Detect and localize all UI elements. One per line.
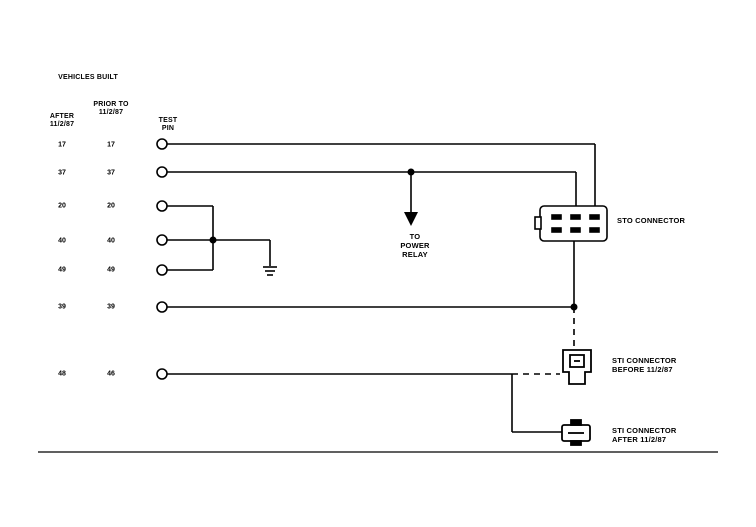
test-pin-46	[156, 368, 168, 380]
sti-connector-before-label: STI CONNECTOR BEFORE 11/2/87	[612, 356, 677, 374]
sto-connector-icon	[534, 205, 608, 242]
row-40-after: 40	[58, 237, 66, 245]
row-17-after: 17	[58, 141, 66, 149]
row-39-after: 39	[58, 303, 66, 311]
row-20-prior: 20	[107, 202, 115, 210]
test-pin-39	[156, 301, 168, 313]
row-49-prior: 49	[107, 266, 115, 274]
test-pin-37	[156, 166, 168, 178]
row-37-prior: 37	[107, 169, 115, 177]
header-test-pin: TEST PIN	[158, 117, 178, 132]
junction-dot-relay	[407, 168, 415, 176]
header-after: AFTER 11/2/87	[49, 113, 75, 128]
row-49-after: 49	[58, 266, 66, 274]
row-46-after: 48	[58, 370, 66, 378]
junction-dot-ground	[209, 236, 217, 244]
row-20-after: 20	[58, 202, 66, 210]
power-relay-arrow	[404, 212, 418, 226]
junction-dot-39	[570, 303, 578, 311]
power-relay-label: TO POWER RELAY	[400, 232, 430, 259]
header-vehicles-built: VEHICLES BUILT	[58, 74, 118, 81]
sti-connector-before-icon	[562, 349, 592, 385]
ground-symbol	[263, 266, 277, 276]
sti-connector-after-icon	[561, 419, 591, 446]
sti-connector-after-label: STI CONNECTOR AFTER 11/2/87	[612, 426, 677, 444]
sto-connector-label: STO CONNECTOR	[617, 216, 686, 225]
test-pin-49	[156, 264, 168, 276]
row-46-prior: 46	[107, 370, 115, 378]
row-39-prior: 39	[107, 303, 115, 311]
test-pin-17	[156, 138, 168, 150]
row-17-prior: 17	[107, 141, 115, 149]
header-prior-to: PRIOR TO 11/2/87	[93, 101, 129, 116]
row-40-prior: 40	[107, 237, 115, 245]
test-pin-20	[156, 200, 168, 212]
test-pin-40	[156, 234, 168, 246]
row-37-after: 37	[58, 169, 66, 177]
